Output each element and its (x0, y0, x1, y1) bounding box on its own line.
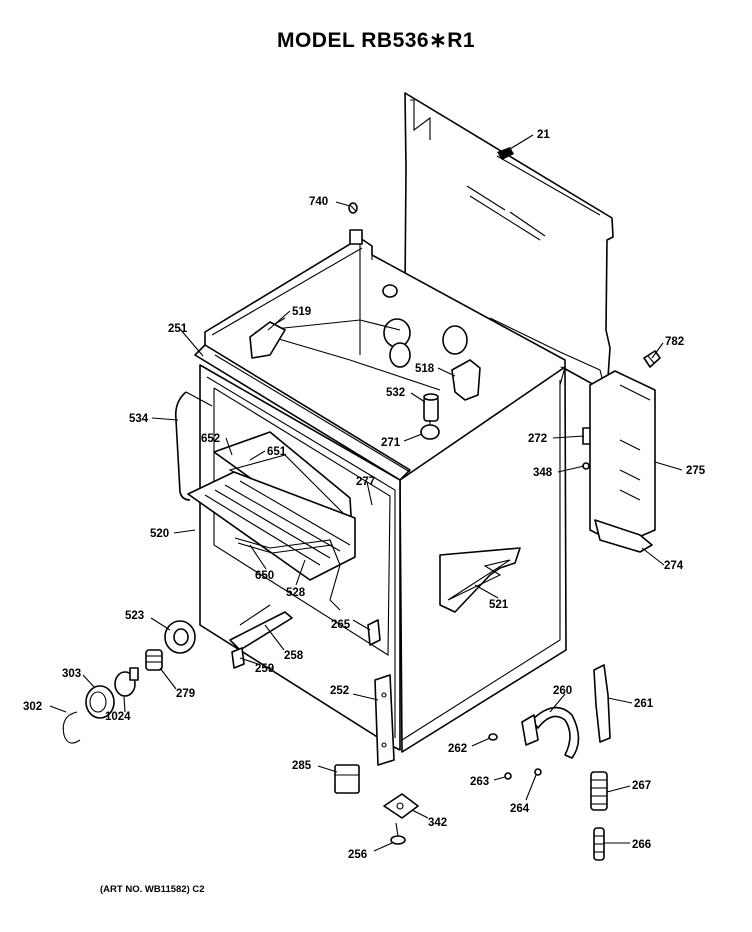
callout-303: 303 (62, 668, 81, 680)
callout-650: 650 (255, 570, 274, 582)
callout-518: 518 (415, 363, 435, 375)
callout-259: 259 (255, 663, 274, 675)
sensor-part-532 (423, 393, 439, 422)
callout-266: 266 (632, 839, 651, 851)
bracket-part-274 (594, 519, 653, 553)
sensor-part-271 (420, 420, 440, 440)
callout-519: 519 (292, 306, 311, 318)
callout-782: 782 (665, 336, 684, 348)
callout-260: 260 (553, 685, 572, 697)
callout-277: 277 (356, 476, 375, 488)
callout-534: 534 (129, 413, 149, 425)
callout-342: 342 (428, 817, 447, 829)
callout-274: 274 (664, 560, 684, 572)
screw-part-740 (348, 202, 358, 214)
leveling-leg-part-256 (390, 822, 406, 845)
callout-275: 275 (686, 465, 706, 477)
callout-1024: 1024 (105, 711, 131, 723)
knob-part-523 (164, 620, 196, 654)
bracket-part-252 (374, 674, 395, 766)
spring-part-266 (593, 827, 605, 861)
oven-racks (187, 431, 356, 581)
diagram-title: MODEL RB536∗R1 (276, 29, 476, 52)
bracket-part-259 (231, 647, 245, 669)
callout-528: 528 (286, 587, 306, 599)
bracket-part-518 (451, 359, 481, 401)
callout-523: 523 (125, 610, 144, 622)
callout-labels: 21 740 782 519 251 518 532 534 271 272 6… (23, 129, 706, 861)
hinge-part-261 (593, 664, 611, 743)
callout-251: 251 (168, 323, 188, 335)
clip-part-302 (62, 711, 81, 744)
fastener-part-264 (534, 768, 542, 776)
hinge-part-265 (367, 619, 381, 646)
callout-262: 262 (448, 743, 467, 755)
bracket-part-519 (249, 321, 286, 359)
lamp-socket-part-279 (145, 649, 163, 671)
callout-651: 651 (267, 446, 287, 458)
callout-532: 532 (386, 387, 405, 399)
lamp-lens-part-303 (85, 685, 115, 719)
spring-part-267 (590, 771, 608, 811)
door-gasket-part-534 (174, 391, 213, 501)
hinge-arm-part-260 (521, 706, 580, 759)
callout-521: 521 (489, 599, 509, 611)
callout-265: 265 (331, 619, 351, 631)
lamp-bulb-part-1024 (114, 667, 139, 697)
callout-256: 256 (348, 849, 367, 861)
callout-271: 271 (381, 437, 401, 449)
callout-252: 252 (330, 685, 349, 697)
fastener-part-263 (504, 772, 512, 780)
callout-267: 267 (632, 780, 651, 792)
callout-520: 520 (150, 528, 169, 540)
callout-285: 285 (292, 760, 312, 772)
callout-263: 263 (470, 776, 489, 788)
callout-272: 272 (528, 433, 547, 445)
bracket-part-782 (643, 350, 661, 368)
bake-element-part-528 (234, 537, 341, 611)
callout-21: 21 (537, 129, 550, 141)
art-number-note: (ART NO. WB11582) C2 (100, 884, 205, 895)
callout-264: 264 (510, 803, 530, 815)
callout-348: 348 (533, 467, 553, 479)
callout-740: 740 (309, 196, 328, 208)
drawer-slide-part-258 (229, 604, 293, 651)
callout-258: 258 (284, 650, 304, 662)
leader-lines (49, 134, 683, 852)
callout-302: 302 (23, 701, 42, 713)
bracket-part-342 (383, 793, 419, 819)
callout-261: 261 (634, 698, 654, 710)
callout-652: 652 (201, 433, 220, 445)
fastener-part-262 (488, 733, 498, 741)
back-panel-part-275 (582, 370, 656, 546)
switch-part-285 (334, 764, 360, 794)
callout-279: 279 (176, 688, 195, 700)
